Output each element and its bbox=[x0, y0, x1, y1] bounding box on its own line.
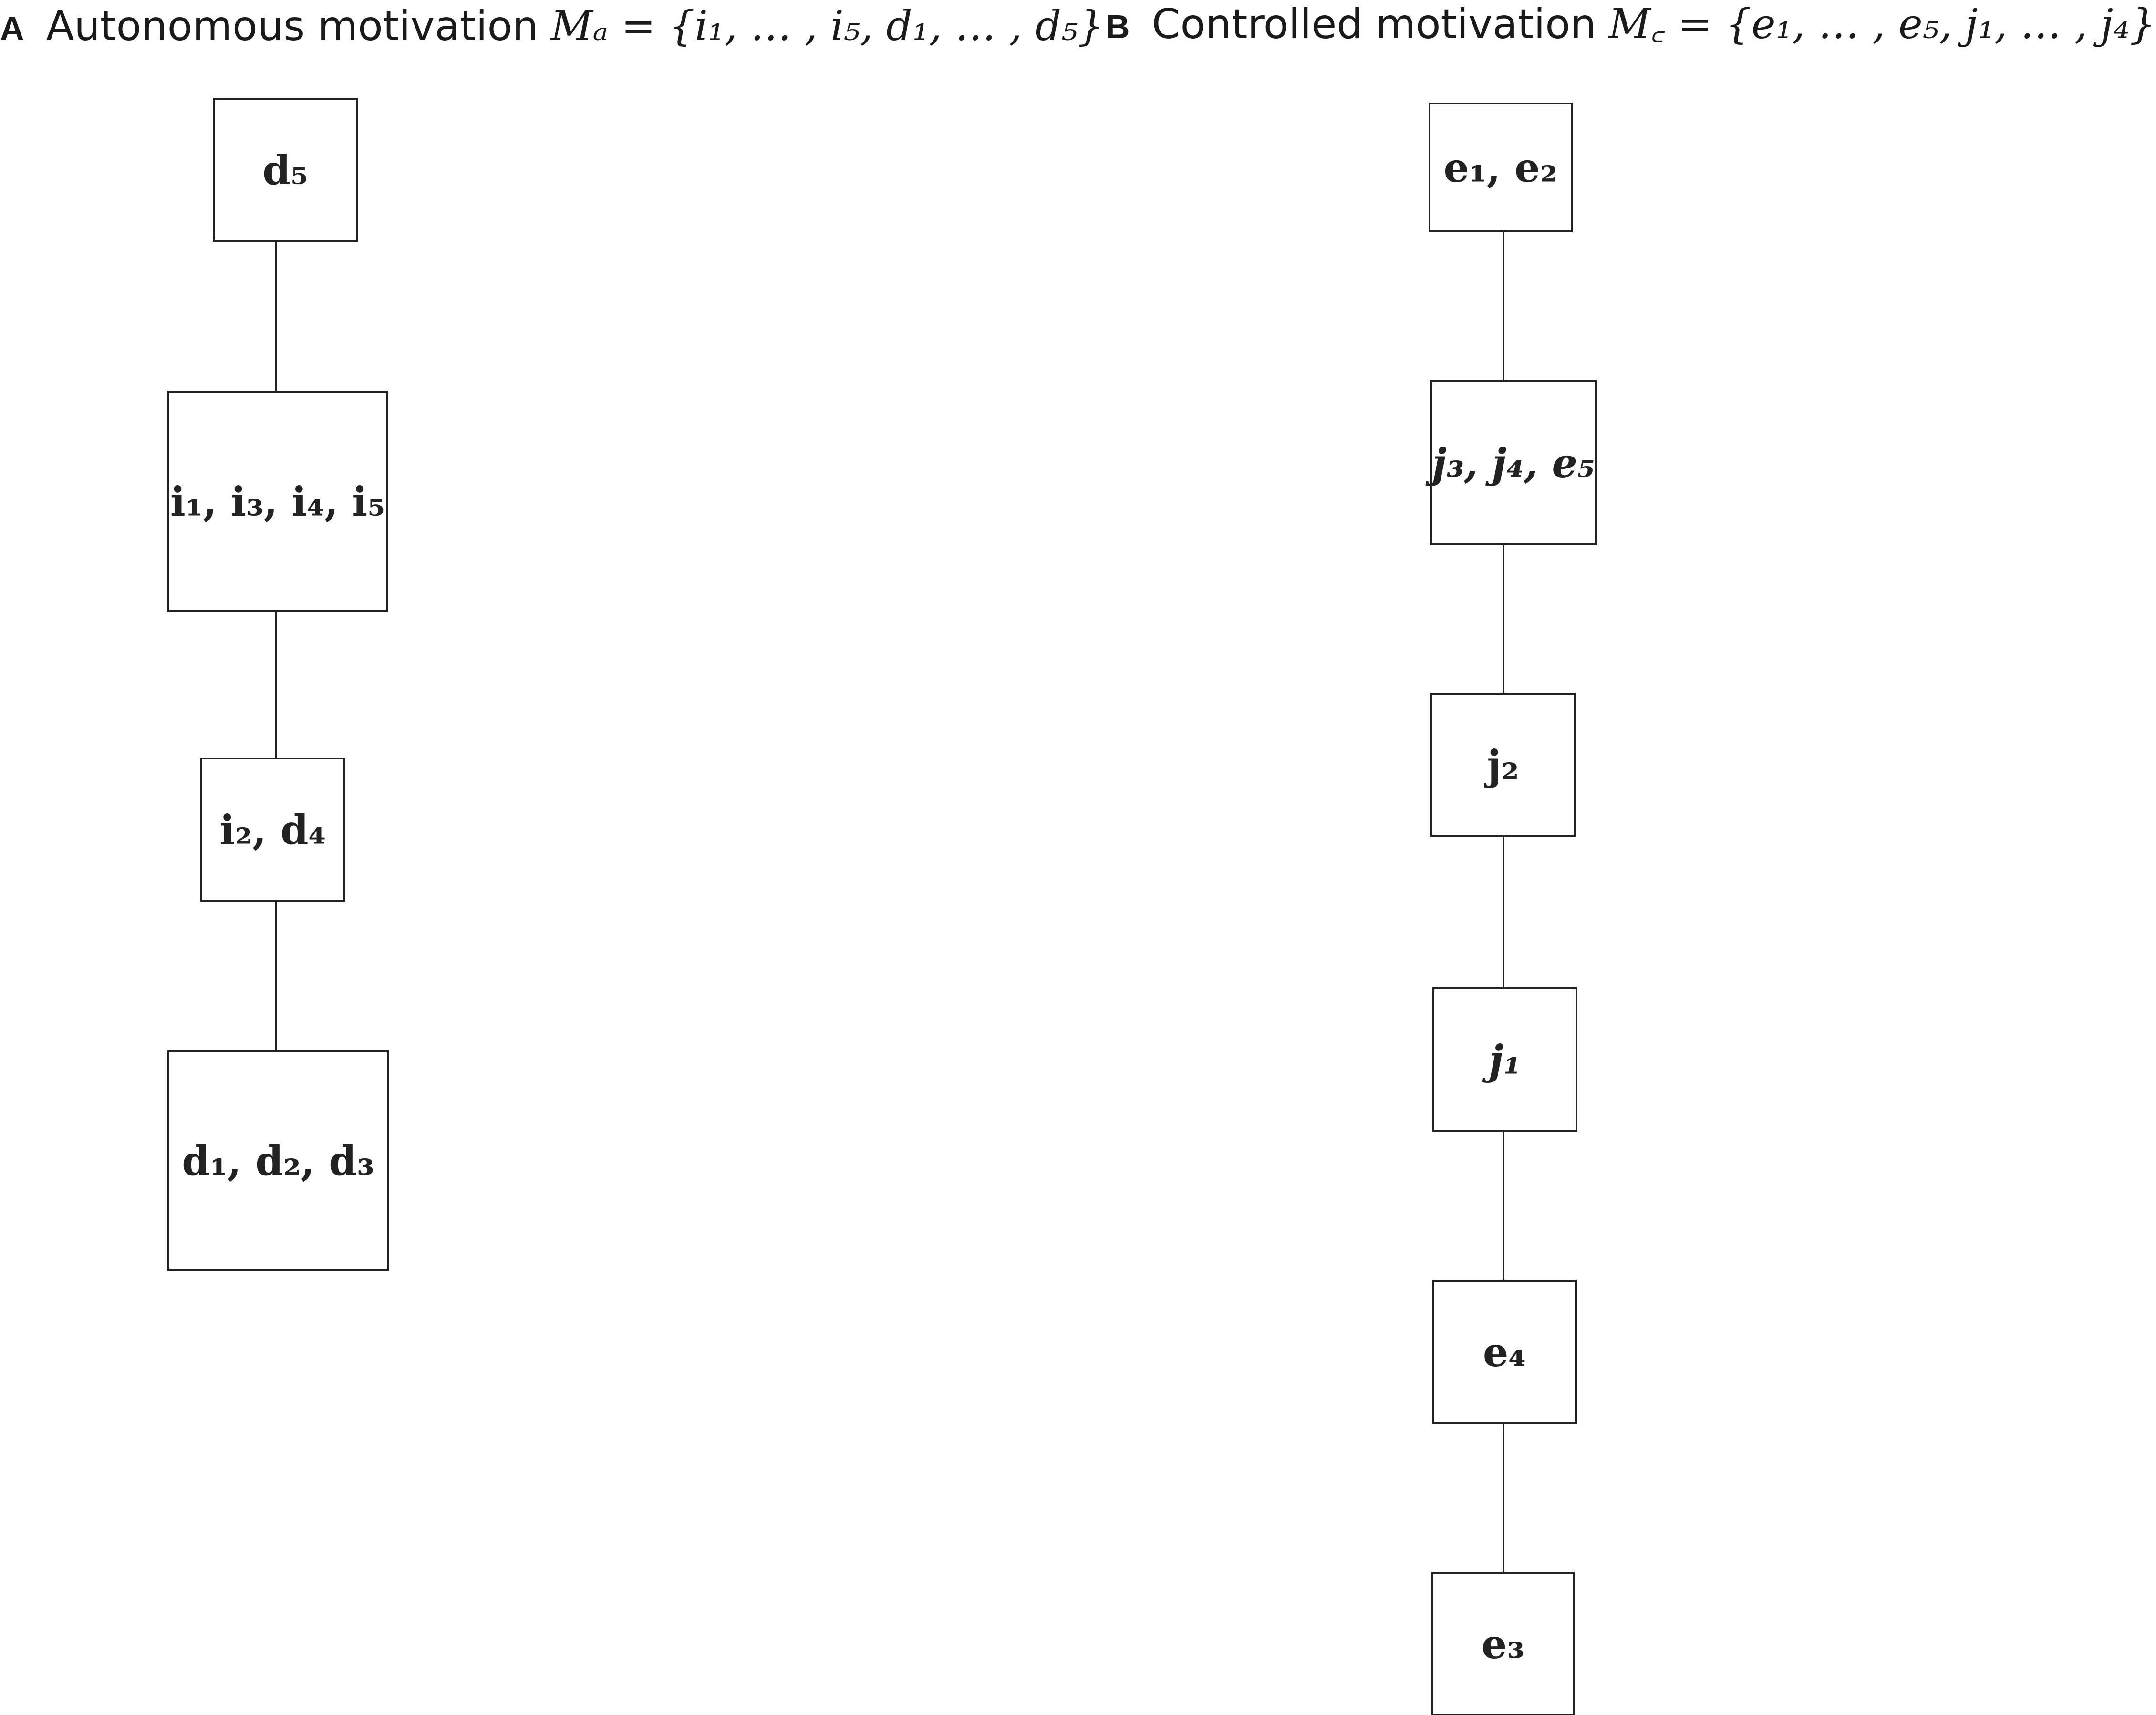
node-rect bbox=[1431, 1572, 1575, 1715]
node-rect bbox=[213, 98, 358, 242]
panel-a-hierarchy: d₅ i₁, i₃, i₄, i₅ i₂, d₄ d₁, d₂, d₃ bbox=[167, 98, 389, 1271]
hierarchy-diagram: d₅ i₁, i₃, i₄, i₅ i₂, d₄ d₁, d₂, d₃ e₁, e₂ j… bbox=[167, 98, 1597, 1715]
node-label: i₂, d₄ bbox=[220, 806, 326, 853]
node-label: e₃ bbox=[1482, 1621, 1524, 1668]
node-box: d₁, d₂, d₃ bbox=[167, 1050, 389, 1271]
node-rect bbox=[1430, 693, 1576, 837]
node-box: i₁, i₃, i₄, i₅ bbox=[167, 391, 388, 612]
node-label: i₁, i₃, i₄, i₅ bbox=[170, 478, 385, 525]
panel-b-hierarchy: e₁, e₂ j₃, j₄, e₅ j₂ j₁ e₄ e₃ bbox=[1425, 103, 1597, 1715]
node-label: d₁, d₂, d₃ bbox=[182, 1137, 374, 1185]
node-box: j₁ bbox=[1432, 987, 1577, 1132]
panel-a-set-expression: Mₐ = {i₁, … , i₅, d₁, … , d₅} bbox=[550, 2, 1104, 50]
node-rect bbox=[1429, 103, 1573, 232]
node-box: e₁, e₂ bbox=[1429, 103, 1573, 232]
node-label: j₃, j₄, e₅ bbox=[1425, 439, 1595, 487]
panel-b-letter: B bbox=[1106, 8, 1130, 45]
node-label: e₁, e₂ bbox=[1444, 144, 1558, 191]
node-rect bbox=[1432, 987, 1577, 1132]
node-box: d₅ bbox=[213, 98, 358, 242]
node-label: e₄ bbox=[1483, 1329, 1526, 1376]
panel-b-title-text: Controlled motivation bbox=[1151, 0, 1596, 48]
node-rect bbox=[167, 1050, 389, 1271]
node-box: j₃, j₄, e₅ bbox=[1425, 380, 1597, 545]
node-rect bbox=[200, 758, 345, 902]
node-label: d₅ bbox=[262, 146, 308, 194]
panel-a-title-text: Autonomous motivation bbox=[46, 2, 539, 50]
node-rect bbox=[167, 391, 388, 612]
node-label: j₂ bbox=[1483, 741, 1519, 789]
node-rect bbox=[1430, 380, 1597, 545]
node-box: j₂ bbox=[1430, 693, 1576, 837]
node-box: i₂, d₄ bbox=[200, 758, 345, 902]
node-label: j₁ bbox=[1482, 1036, 1521, 1083]
panel-b-set-expression: M꜀ = {e₁, … , e₅, j₁, … , j₄} bbox=[1608, 0, 2156, 48]
node-rect bbox=[1432, 1280, 1577, 1424]
panel-a-letter: A bbox=[0, 10, 24, 47]
node-box: e₄ bbox=[1432, 1280, 1577, 1424]
node-box: e₃ bbox=[1431, 1572, 1575, 1715]
